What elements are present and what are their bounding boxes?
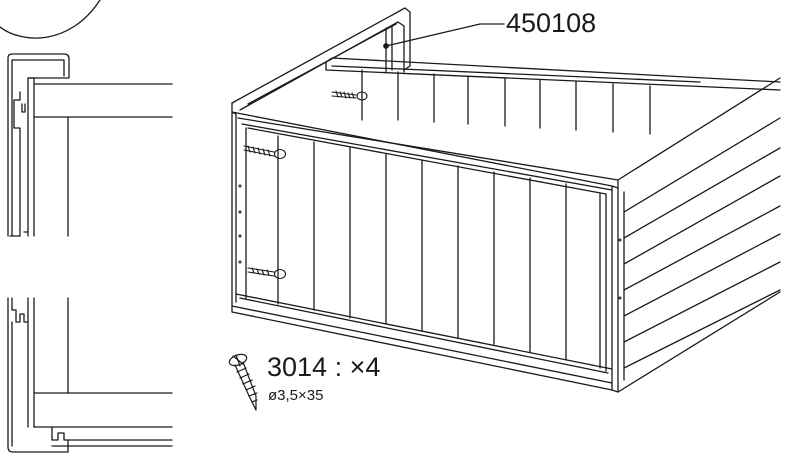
- screw-top-back: [331, 90, 368, 101]
- screw-size-label: ø3,5×35: [268, 387, 324, 404]
- screw-front-lower: [247, 267, 287, 280]
- screw-code-quantity: 3014 : ×4: [267, 352, 381, 382]
- part-leader-line: [383, 23, 505, 49]
- callout-circle: [0, 0, 101, 39]
- frame-dots: [238, 184, 622, 300]
- assembly-screws: [243, 90, 368, 280]
- planter-box: [231, 7, 781, 393]
- screw-front-upper: [243, 145, 287, 160]
- back-wall-boards: [361, 69, 651, 135]
- right-side-panel: [617, 77, 781, 393]
- part-number-label: 450108: [506, 8, 597, 38]
- screw-icon: [228, 353, 258, 411]
- front-wall-boards: [277, 135, 567, 361]
- profile-detail-upper: [7, 53, 173, 237]
- profile-detail-lower: [7, 297, 173, 453]
